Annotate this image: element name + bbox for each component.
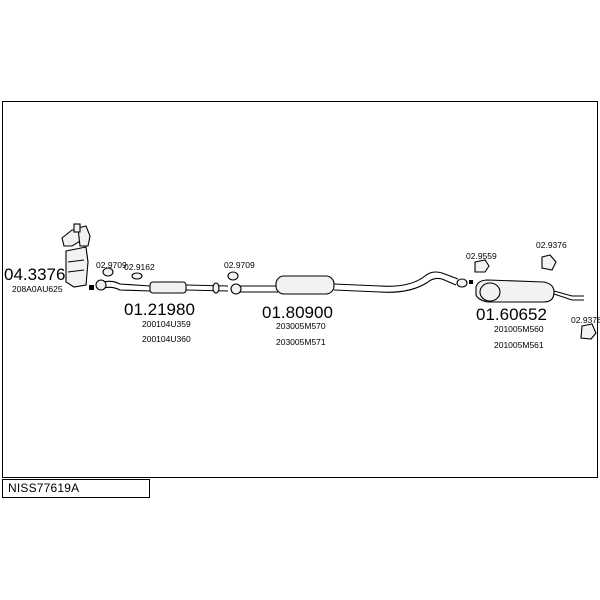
front-pipe-part-number: 01.21980 bbox=[124, 300, 195, 319]
rear-silencer-ref: 201005M561 bbox=[494, 340, 544, 350]
diagram-code: NISS77619A bbox=[8, 481, 80, 495]
clamp-label: 02.9709 bbox=[224, 260, 255, 270]
middle-silencer-part-number: 01.80900 bbox=[262, 303, 333, 322]
middle-silencer-ref: 203005M570 bbox=[276, 321, 326, 331]
clamp-label: 02.9162 bbox=[124, 262, 155, 272]
clamp-label: 02.9376 bbox=[536, 240, 567, 250]
clamp-label: 02.9559 bbox=[466, 251, 497, 261]
middle-silencer-icon[interactable] bbox=[240, 271, 459, 295]
diagram-frame bbox=[2, 101, 598, 478]
front-pipe-icon[interactable] bbox=[95, 279, 229, 294]
title-box: NISS77619A bbox=[2, 479, 150, 498]
clamp-label: 02.9376 bbox=[571, 315, 600, 325]
catalyst-ref: 208A0AU625 bbox=[12, 284, 63, 294]
rear-silencer-part-number: 01.60652 bbox=[476, 305, 547, 324]
catalyst-icon[interactable] bbox=[61, 223, 94, 290]
front-pipe-ref: 200104U359 bbox=[142, 319, 191, 329]
rear-silencer-ref: 201005M560 bbox=[494, 324, 544, 334]
middle-silencer-ref: 203005M571 bbox=[276, 337, 326, 347]
catalyst-part-number: 04.3376 bbox=[4, 265, 65, 284]
rear-silencer-icon[interactable] bbox=[456, 278, 584, 303]
front-pipe-ref: 200104U360 bbox=[142, 334, 191, 344]
clamp-label: 02.9709 bbox=[96, 260, 127, 270]
hanger-icon[interactable] bbox=[469, 254, 597, 340]
clamp-icon[interactable] bbox=[102, 267, 242, 295]
